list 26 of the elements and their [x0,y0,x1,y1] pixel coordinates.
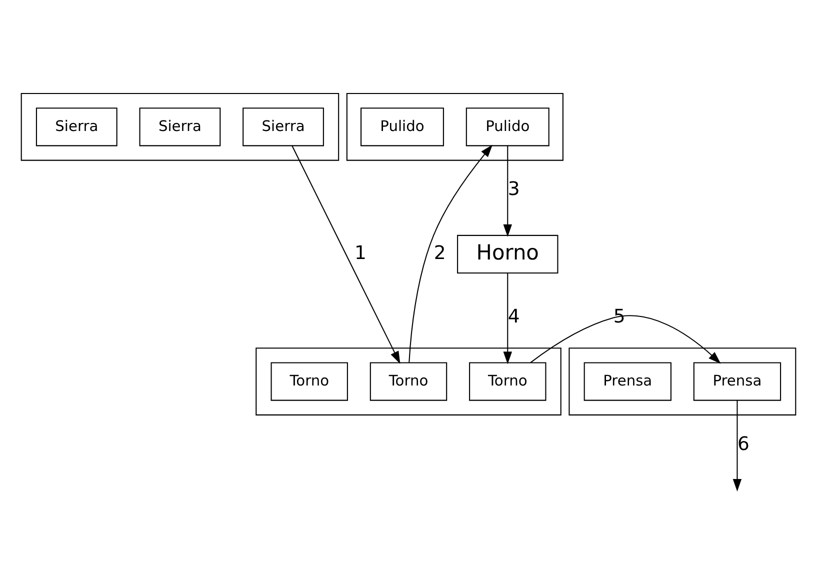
node-box: Sierra [242,107,324,146]
cluster [256,347,562,415]
node-box: Pulido [360,107,444,146]
arrow [732,400,742,491]
edge-label: 3 [508,178,520,200]
edge-label: 1 [354,242,366,264]
edge-label: 4 [508,306,520,327]
cluster [568,347,796,415]
arrow [292,144,400,364]
node-box: Horno [457,234,558,274]
node-box: Sierra [139,107,221,146]
arrow [530,314,721,364]
arrow [503,145,512,236]
node-box: Torno [270,362,348,400]
node-box: Torno [469,362,546,400]
cluster [20,92,340,160]
node-box: Prensa [584,362,672,400]
arrow [408,144,493,362]
node-box: Sierra [36,107,118,146]
edge-label: 6 [738,433,750,454]
edge-label: 2 [434,242,446,264]
node-box: Pulido [466,107,550,146]
cluster [346,92,564,160]
arrow [503,272,512,364]
node-box: Prensa [693,362,782,400]
node-box: Torno [370,362,448,400]
